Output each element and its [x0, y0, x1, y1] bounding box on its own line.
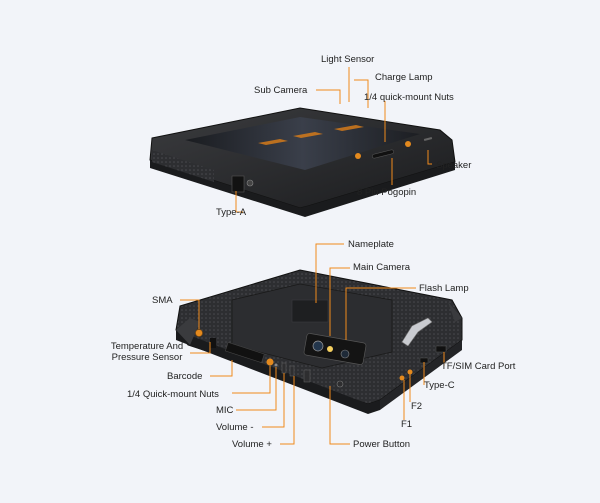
type-a-port-icon	[231, 175, 245, 193]
power-button-icon	[336, 380, 344, 388]
sma-connector-icon	[195, 329, 203, 337]
flash-lamp-icon	[327, 346, 333, 352]
back-mount-nut-icon	[266, 358, 274, 366]
label-nameplate: Nameplate	[348, 239, 394, 250]
label-mic: MIC	[216, 405, 234, 416]
label-charge-lamp: Charge Lamp	[375, 72, 433, 83]
label-f1: F1	[401, 419, 413, 430]
barcode-window	[225, 341, 265, 364]
label-light-sensor: Light Sensor	[321, 54, 375, 65]
front-leader-lines	[235, 67, 432, 213]
label-temperature-line1: Temperature And	[110, 341, 184, 352]
label-temperature-pressure-sensor: Temperature And Pressure Sensor	[104, 341, 190, 363]
label-temperature-line2: Pressure Sensor	[111, 352, 183, 363]
label-type-a: Type-A	[216, 207, 247, 218]
front-tablet-illustration	[149, 107, 456, 217]
carry-handle	[401, 317, 433, 347]
label-main-camera: Main Camera	[353, 262, 411, 273]
label-back-quick-mount-nuts: 1/4 Quick-mount Nuts	[127, 389, 219, 400]
pogopin-connector-icon	[371, 149, 395, 159]
label-front-quick-mount-nuts: 1/4 quick-mount Nuts	[364, 92, 454, 103]
label-sub-camera: Sub Camera	[254, 85, 308, 96]
label-power-button: Power Button	[353, 439, 411, 450]
label-f2: F2	[411, 401, 423, 412]
label-sma: SMA	[152, 295, 173, 306]
front-mount-nut-icon	[355, 153, 361, 159]
label-tf-sim-card-port: TF/SIM Card Port	[441, 361, 516, 372]
label-8-pin-pogopin: 8 Pin Pogopin	[357, 187, 417, 198]
label-volume-minus: Volume -	[216, 422, 254, 433]
label-speaker: Speaker	[436, 160, 472, 171]
main-camera-lens-icon	[312, 340, 324, 352]
label-type-c: Type-C	[424, 380, 455, 391]
label-volume-plus: Volume +	[232, 439, 272, 450]
back-tablet-illustration	[175, 269, 463, 414]
label-barcode: Barcode	[167, 371, 203, 382]
mic-hole-icon	[274, 363, 278, 367]
nameplate-plate	[291, 299, 329, 323]
back-leader-lines	[180, 243, 445, 445]
label-flash-lamp: Flash Lamp	[419, 283, 469, 294]
